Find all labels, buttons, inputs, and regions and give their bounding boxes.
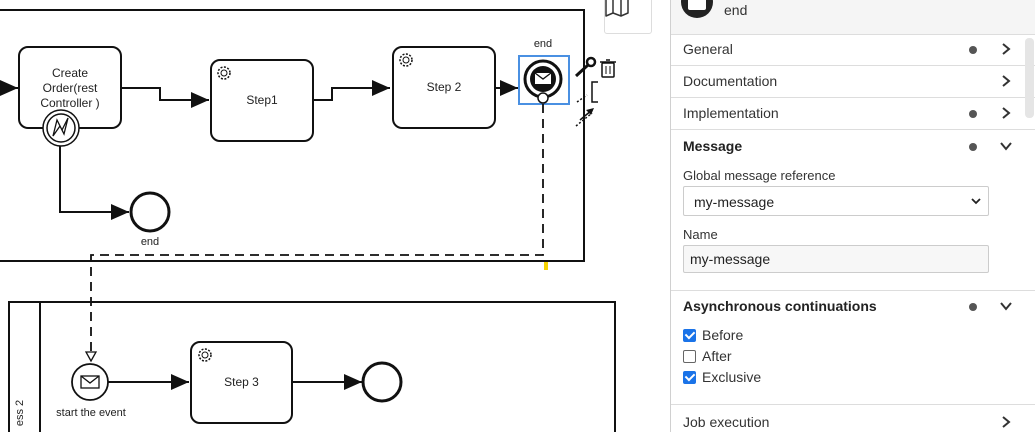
message-flow-arrow	[84, 351, 98, 363]
boundary-error-event[interactable]	[42, 109, 80, 147]
envelope-icon	[534, 72, 552, 84]
panel-header: end	[671, 0, 1035, 35]
async-after-checkbox[interactable]	[683, 349, 696, 363]
properties-panel: end General Documentation Implementation…	[670, 0, 1035, 432]
annotation-icon[interactable]	[576, 81, 598, 103]
chevron-down-icon	[1000, 302, 1012, 311]
group-general[interactable]: General	[671, 34, 1035, 66]
task-step2-label: Step 2	[426, 80, 462, 94]
data-marker-dot	[969, 46, 977, 54]
element-name: end	[724, 2, 748, 18]
group-async-title: Asynchronous continuations	[683, 298, 877, 314]
task-create-order-label: Create Order(rest Controller )	[40, 66, 100, 110]
message-end-label: end	[533, 38, 553, 50]
chevron-right-icon	[1002, 107, 1011, 119]
async-exclusive-label: Exclusive	[702, 369, 762, 385]
end-event-pool2[interactable]	[361, 361, 403, 403]
async-after-label: After	[702, 348, 732, 364]
message-ref-label: Global message reference	[683, 168, 836, 183]
connection-handle[interactable]	[537, 92, 549, 104]
group-async-header[interactable]: Asynchronous continuations	[671, 291, 1035, 323]
group-job-title: Job execution	[683, 414, 770, 430]
gear-icon	[399, 53, 413, 67]
async-before-label: Before	[702, 327, 744, 343]
group-implementation-title: Implementation	[683, 105, 779, 121]
chevron-right-icon	[1002, 416, 1011, 428]
trash-icon[interactable]	[600, 59, 616, 78]
connect-icon[interactable]	[575, 108, 594, 127]
async-before-checkbox[interactable]	[683, 328, 696, 342]
pool-2-label: ess 2	[14, 399, 26, 427]
task-step3-label: Step 3	[224, 375, 259, 389]
gear-icon	[198, 348, 212, 362]
message-name-input[interactable]	[683, 245, 989, 273]
group-message-header[interactable]: Message	[671, 131, 1035, 163]
pool-1[interactable]	[0, 9, 585, 262]
async-exclusive-checkbox[interactable]	[683, 370, 696, 384]
sequence-flow-create-step1[interactable]	[121, 87, 209, 108]
bpmn-canvas[interactable]: Create Order(rest Controller ) Step1 Ste…	[0, 0, 670, 432]
group-implementation[interactable]: Implementation	[671, 98, 1035, 130]
chevron-down-icon	[1000, 142, 1012, 151]
panel-scrollbar[interactable]	[1025, 38, 1034, 118]
end-event[interactable]	[129, 191, 171, 233]
message-flow[interactable]	[90, 104, 544, 352]
async-after-option[interactable]: After	[683, 347, 732, 365]
wrench-icon[interactable]	[574, 56, 597, 78]
group-documentation[interactable]: Documentation	[671, 66, 1035, 98]
async-exclusive-option[interactable]: Exclusive	[683, 368, 761, 386]
end-event-label: end	[140, 236, 160, 248]
chevron-right-icon	[1002, 43, 1011, 55]
data-marker-dot	[969, 143, 977, 151]
chevron-down-icon	[971, 198, 981, 205]
diagram-svg	[0, 9, 616, 432]
envelope-icon	[80, 375, 100, 389]
task-step2[interactable]	[392, 46, 496, 129]
async-before-option[interactable]: Before	[683, 326, 743, 344]
message-ref-select[interactable]: my-message	[683, 186, 989, 216]
group-message-title: Message	[683, 138, 743, 154]
data-marker-dot	[969, 110, 977, 118]
group-job-execution[interactable]: Job execution	[671, 404, 1035, 432]
error-bolt-icon	[52, 117, 69, 137]
task-step1-label: Step1	[246, 93, 278, 107]
map-icon	[605, 0, 629, 17]
sequence-flow-step1-step2[interactable]	[313, 80, 390, 101]
group-documentation-title: Documentation	[683, 73, 778, 89]
selection-outline	[518, 55, 570, 105]
sequence-flow-boundary-end[interactable]	[59, 128, 129, 220]
message-name-label: Name	[683, 227, 718, 242]
cursor-marker	[544, 262, 548, 270]
message-end-event-icon	[681, 0, 713, 18]
task-step1[interactable]	[210, 59, 314, 142]
divider	[671, 290, 1035, 291]
start-event-label: start the event	[56, 407, 126, 419]
message-ref-value: my-message	[694, 194, 775, 210]
minimap-button[interactable]	[604, 0, 652, 34]
task-step3[interactable]	[190, 341, 293, 424]
group-general-title: General	[683, 41, 733, 57]
pool-2[interactable]	[8, 301, 616, 432]
data-marker-dot	[969, 303, 977, 311]
gear-icon	[217, 66, 231, 80]
chevron-right-icon	[1002, 75, 1011, 87]
